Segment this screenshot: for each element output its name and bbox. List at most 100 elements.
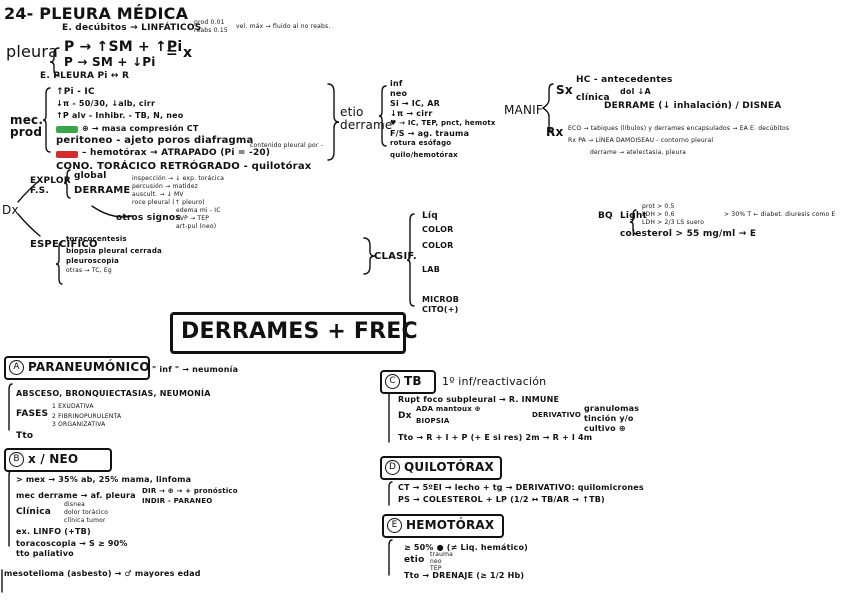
light-item: LDH > 2/3 LS suero [642,219,705,226]
light-item: prot > 0.5 [642,203,675,210]
note-30: > 30% T ← diabet. diuresis como E [724,211,836,218]
mec-item: ⊕ → masa compresión CT [82,124,199,133]
neo-item: toracoscopia → S ≥ 90% [16,539,128,548]
etio-item: Si → IC, AR [390,99,441,108]
bq-label: BQ [598,211,613,221]
hemo-etio: TEP [430,565,442,572]
tb-item: Dx [398,411,412,421]
hemo-etio: trauma [430,551,454,558]
tb-item: Tto → R + I + P (+ E si res) 2m → R + I … [398,433,593,442]
page-title: 24- PLEURA MÉDICA [4,4,189,23]
rx-item: derrame → atelectasia, pleura [590,149,686,156]
hemo-item: Tto → DRENAJE (≥ 1/2 Hb) [404,571,525,580]
tb-dx-note: DERIVATIVO [532,411,582,419]
para-letter: A [9,360,24,375]
esp-item: biopsia pleural cerrada [66,247,162,255]
neo-indir: INDIR - PARANEO [142,497,213,505]
para-item: Tto [16,431,34,441]
green-swatch [56,126,78,133]
tb-dx: ADA mantoux ⊕ [416,405,481,413]
para-fase: 2 FIBRINOPURULENTA [52,413,122,420]
para-fase: 1 EXUDATIVA [52,403,94,410]
derrame-label: DERRAME [74,185,131,196]
mec-item: ↑P alv - Inhibr. - TB, N, neo [56,111,184,120]
neo-item: ex. LINFO (+TB) [16,527,91,536]
clasif-item: COLOR [422,241,454,250]
hemo-title: HEMOTÓRAX [406,518,495,532]
clasif-item: CITO(+) [422,305,459,314]
hemo-letter: E [387,518,402,533]
quilo-letter: D [385,460,400,475]
para-title: PARANEUMÓNICO [28,360,150,374]
sx-label: Sx [556,83,573,97]
otros-label: otros signos [116,213,181,223]
derrame-item: auscult. → ↓ MV [132,191,184,198]
esp-item: toracocentesis [66,235,127,243]
quilo-item: CT → 5ºEI → lecho + tg → DERIVATIVO: qui… [398,483,644,492]
neo-letter: B [9,452,24,467]
e-pleura: E. PLEURA Pi ↔ R [40,71,130,81]
tb-title-box: C TB [380,370,436,394]
vel-note: vel. máx → fluido al no reabs. [236,23,331,30]
para-item: ABSCESO, BRONQUIECTASIAS, NEUMONÍA [16,389,211,398]
derrame-item: roce pleural (↑ pleuro) [132,199,205,206]
quilo-title: QUILOTÓRAX [404,460,494,474]
esp-item: pleuroscopia [66,257,120,265]
sx-item: clínica [576,93,610,103]
center-title: DERRAMES + FREC [181,319,418,344]
reabs-note: reabs 0.15 [194,27,228,34]
etio-item: neo [390,89,408,98]
esp-item: otras → TC, Eg [66,267,112,274]
neo-item: Clínica [16,507,52,517]
sx-item: DERRAME (↓ inhalación) / DISNEA [604,101,782,111]
sx-item: HC - antecedentes [576,75,673,85]
clasif-item: Líq [422,211,438,221]
hemo-title-box: E HEMOTÓRAX [382,514,504,538]
clasif-item: COLOR [422,225,454,234]
light-label: Light [620,211,647,221]
pleura-p-line: E. decúbitos → LINFÁTICOS [62,23,202,33]
tb-title: TB [404,374,422,388]
colesterol: colesterol > 55 mg/ml → E [620,229,757,239]
rx-label: Rx [546,125,564,139]
neo-clin: disnea [64,501,85,508]
para-sub: " inf " → neumonía [152,365,239,374]
quilo-item: PS → COLESTEROL + LP (1/2 ↔ TB/AR → ↑TB) [398,495,605,504]
etio-item: inf [390,79,403,88]
tb-dx: BIOPSIA [416,417,450,425]
tb-item: Rupt foco subpleural → R. INMUNE [398,395,560,404]
derrame-item: percusión → matidez [132,183,199,190]
derrame-item: inspección → ↓ exp. torácica [132,175,225,182]
neo-clin: clínica tumor [64,517,106,524]
neo-meso: mesotelioma (asbesto) → ♂ mayores edad [4,569,201,578]
neo-title-box: B x / NEO [4,448,112,472]
rx-item: ECO → tabiques (líbulos) y derrames enca… [568,125,790,132]
mec-item: ↓π - 50/30, ↓alb, cirr [56,99,156,108]
red-swatch [56,151,78,158]
hemo-etio: neo [430,558,442,565]
neo-item: tto paliativo [16,549,74,558]
tb-gran: granulomas tinción y/o cultivo ⊕ [584,404,640,433]
pleura-label: pleura [6,42,59,61]
etio-item: quilo/hemotórax [390,151,458,159]
center-title-box: DERRAMES + FREC [170,312,418,354]
clasif-item: LAB [422,265,440,274]
otros-item: art-pul (neo) [176,223,217,230]
mec-item: ↑Pi - IC [56,87,95,97]
global-label: global [74,171,107,181]
hemo-item: ≥ 50% ● (≠ Liq. hemático) [404,543,529,552]
tb-sub: 1º inf/reactivación [442,375,547,388]
hemo-note: contenido pleural por - [250,142,323,149]
manif-label: MANIF [504,103,543,117]
tb-letter: C [385,374,400,389]
equals-x: = x [166,45,193,61]
neo-clin: dolor torácico [64,509,109,516]
otros-item: edema mi - IC [176,207,221,214]
otros-item: TVP → TEP [176,215,210,222]
sm-line-1: P → ↑SM + ↑Pi [64,39,183,55]
rx-item: Rx PA → LÍNEA DAMOISEAU - contorno pleur… [568,137,714,144]
clasif-item: MICROB [422,295,460,304]
neo-item: mec derrame → af. pleura [16,491,136,500]
neo-dir: DIR → ⊕ → + pronóstico [142,487,238,495]
